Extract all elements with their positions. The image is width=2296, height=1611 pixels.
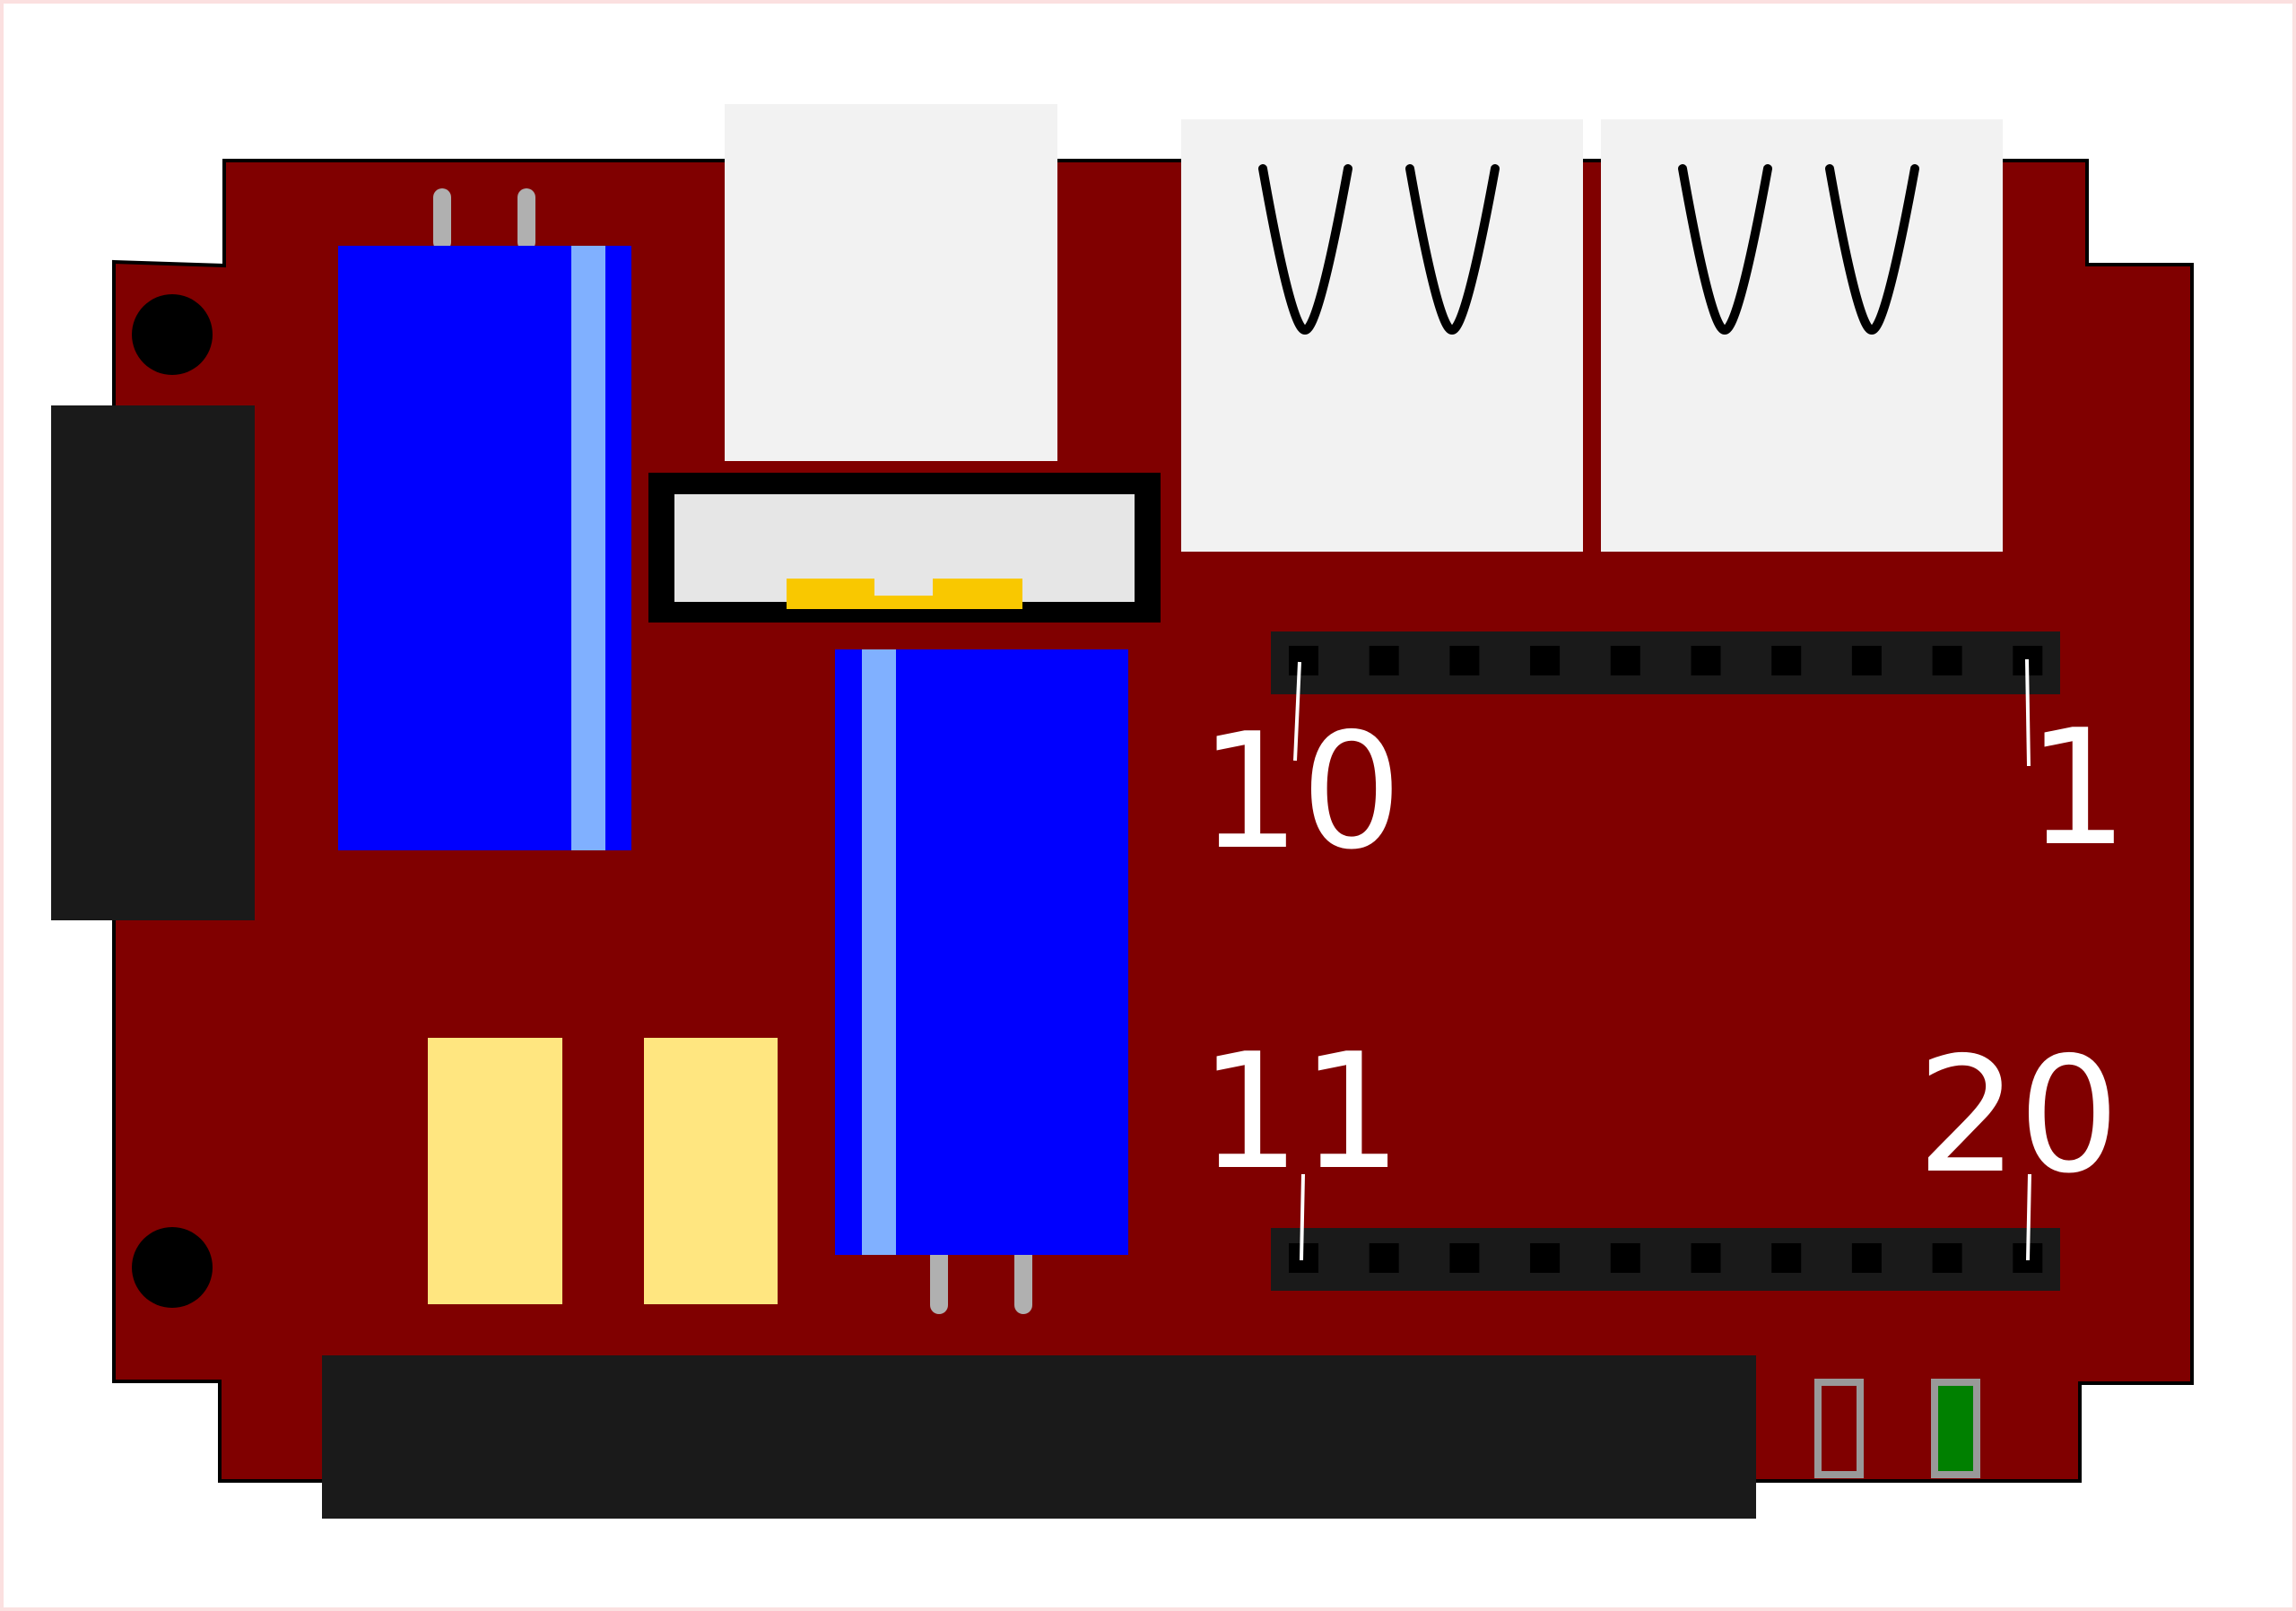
capacitor-lead — [517, 188, 535, 251]
capacitor-1 — [338, 246, 631, 850]
top-connector-block — [725, 104, 1057, 461]
capacitor-lead — [1014, 1247, 1032, 1314]
pin-header-top — [1271, 631, 2060, 694]
header-pin — [1610, 646, 1640, 675]
header-pin — [1851, 646, 1882, 675]
pin-leader-line — [1293, 661, 1301, 762]
pin-label-11: 11 — [1199, 1019, 1403, 1205]
pin-leader-line — [1300, 1173, 1305, 1261]
header-pin — [1851, 1243, 1882, 1273]
pin-label-10: 10 — [1199, 699, 1403, 884]
header-pin — [1530, 1243, 1561, 1273]
header-pin — [1771, 1243, 1802, 1273]
capacitor-stripe — [571, 246, 605, 850]
led-icon — [1814, 1379, 1864, 1478]
header-pin — [1691, 646, 1721, 675]
side-connector — [51, 405, 255, 920]
spring-connector-1 — [1181, 119, 1583, 552]
crystal-oscillator — [648, 473, 1161, 623]
header-pin — [1691, 1243, 1721, 1273]
led-icon — [1931, 1379, 1980, 1478]
pin-header-bottom — [1271, 1228, 2060, 1291]
mounting-hole-icon — [132, 1227, 213, 1308]
header-pin — [1610, 1243, 1640, 1273]
spring-connector-2 — [1601, 119, 2003, 552]
capacitor-2 — [835, 649, 1128, 1255]
header-pin — [1369, 646, 1399, 675]
header-pin — [1449, 646, 1480, 675]
header-pin — [1932, 646, 1962, 675]
pin-label-1: 1 — [2027, 695, 2128, 881]
header-pin — [1932, 1243, 1962, 1273]
pin-leader-line — [2025, 658, 2031, 767]
header-pin — [1771, 646, 1802, 675]
pin-leader-line — [2026, 1173, 2031, 1261]
capacitor-stripe — [862, 649, 896, 1255]
ic-chip-1 — [428, 1038, 562, 1304]
edge-connector — [322, 1355, 1756, 1519]
pin-label-20: 20 — [1917, 1023, 2120, 1208]
capacitor-lead — [930, 1247, 948, 1314]
header-pin — [1289, 1243, 1318, 1273]
header-pin — [1289, 646, 1318, 675]
mounting-hole-icon — [132, 294, 213, 375]
header-pin — [1530, 646, 1561, 675]
header-pin — [1369, 1243, 1399, 1273]
ic-chip-2 — [644, 1038, 778, 1304]
header-pin — [1449, 1243, 1480, 1273]
capacitor-lead — [433, 188, 451, 251]
